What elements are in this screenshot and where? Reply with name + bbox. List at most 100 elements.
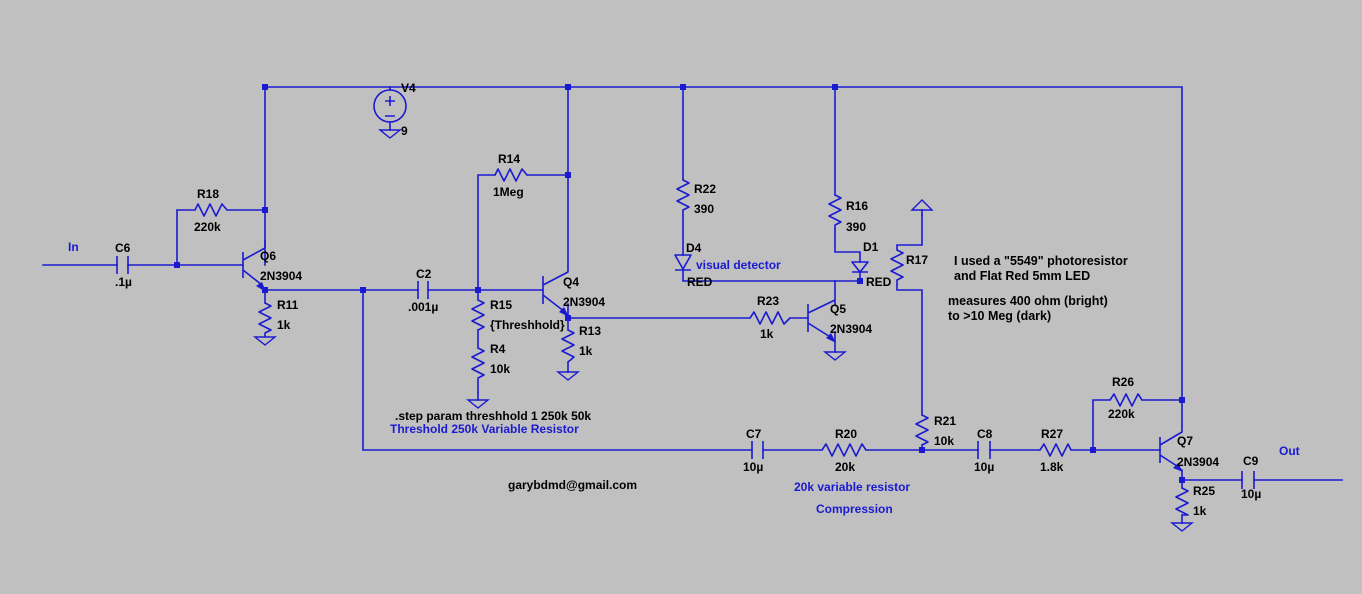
r26-value: 220k [1108, 407, 1135, 421]
compression-comment: Compression [816, 502, 893, 516]
r20-ref: R20 [835, 427, 857, 441]
q5-ref: Q5 [830, 302, 846, 316]
r4-ref: R4 [490, 342, 506, 356]
q6-model: 2N3904 [260, 269, 302, 283]
junction [565, 172, 571, 178]
junction [857, 278, 863, 284]
junction [1090, 447, 1096, 453]
c9-value: 10µ [1241, 487, 1261, 501]
r11-ref: R11 [277, 298, 299, 312]
led-d4[interactable] [674, 254, 692, 271]
note-line-1: I used a "5549" photoresistor [954, 254, 1128, 268]
capacitor-c7[interactable] [751, 441, 764, 459]
r26-ref: R26 [1112, 375, 1134, 389]
c6-ref: C6 [115, 241, 131, 255]
r22-value: 390 [694, 202, 714, 216]
c7-value: 10µ [743, 460, 763, 474]
transistor-q4[interactable] [542, 263, 569, 317]
junction [565, 84, 571, 90]
capacitor-c8[interactable] [977, 441, 991, 459]
d1-ref: D1 [863, 240, 879, 254]
junction [1179, 397, 1185, 403]
resistor-r18[interactable] [194, 203, 228, 217]
email-text: garybdmd@gmail.com [508, 478, 637, 492]
junction [919, 447, 925, 453]
resistor-r16[interactable] [828, 194, 842, 230]
junctions [174, 84, 1185, 483]
capacitor-c2[interactable] [417, 281, 429, 299]
resistor-r14[interactable] [494, 168, 528, 182]
r14-ref: R14 [498, 152, 520, 166]
v4-value: 9 [401, 124, 408, 138]
ground-icon [556, 371, 580, 381]
q6-ref: Q6 [260, 249, 276, 263]
note-line-3: measures 400 ohm (bright) [948, 294, 1108, 308]
resistor-r11[interactable] [258, 302, 272, 337]
led-d1[interactable] [851, 261, 869, 273]
d4-value: RED [687, 275, 713, 289]
capacitor-c9[interactable] [1241, 471, 1255, 489]
ground-icon [823, 351, 847, 361]
junction [680, 84, 686, 90]
c8-value: 10µ [974, 460, 994, 474]
q4-model: 2N3904 [563, 295, 605, 309]
junction [360, 287, 366, 293]
r21-value: 10k [934, 434, 954, 448]
resistor-r20[interactable] [821, 443, 867, 457]
resistor-r17[interactable] [890, 249, 904, 285]
resistor-r13[interactable] [561, 329, 575, 363]
capacitor-c6[interactable] [116, 256, 129, 274]
resistor-r25[interactable] [1175, 487, 1189, 516]
r23-ref: R23 [757, 294, 779, 308]
q5-model: 2N3904 [830, 322, 872, 336]
r18-value: 220k [194, 220, 221, 234]
d1-value: RED [866, 275, 892, 289]
port-out-label: Out [1279, 444, 1300, 458]
wires [42, 86, 1343, 524]
r21-ref: R21 [934, 414, 956, 428]
transistor-q7[interactable] [1159, 425, 1183, 472]
r27-value: 1.8k [1040, 460, 1064, 474]
transistor-q5[interactable] [807, 299, 836, 343]
r14-value: 1Meg [493, 185, 524, 199]
compression-pot-comment: 20k variable resistor [794, 480, 910, 494]
resistor-r26[interactable] [1109, 393, 1143, 407]
ground-icon [1170, 522, 1194, 532]
resistor-r15[interactable] [471, 299, 485, 331]
r13-value: 1k [579, 344, 593, 358]
c8-ref: C8 [977, 427, 993, 441]
d4-desc: visual detector [696, 258, 781, 272]
transistor-q6[interactable] [242, 240, 266, 292]
resistor-r21[interactable] [915, 414, 929, 446]
junction [832, 84, 838, 90]
junction [475, 287, 481, 293]
d4-ref: D4 [686, 241, 702, 255]
junction [262, 84, 268, 90]
voltage-source-v4[interactable] [373, 86, 407, 131]
junction [1179, 477, 1185, 483]
r18-ref: R18 [197, 187, 219, 201]
c2-value: .001µ [408, 300, 438, 314]
r25-value: 1k [1193, 504, 1207, 518]
note-line-2: and Flat Red 5mm LED [954, 269, 1090, 283]
junction [174, 262, 180, 268]
threshold-pot-comment: Threshold 250k Variable Resistor [390, 422, 579, 436]
q7-ref: Q7 [1177, 434, 1193, 448]
c7-ref: C7 [746, 427, 762, 441]
q7-model: 2N3904 [1177, 455, 1219, 469]
resistor-r22[interactable] [676, 179, 690, 215]
ground-icon [253, 336, 277, 346]
supply-flag-icon [910, 199, 934, 211]
r25-ref: R25 [1193, 484, 1215, 498]
resistor-r27[interactable] [1039, 443, 1072, 457]
r15-value: {Threshhold} [490, 318, 565, 332]
r16-ref: R16 [846, 199, 868, 213]
junction [565, 315, 571, 321]
r23-value: 1k [760, 327, 774, 341]
ground-icon [378, 129, 402, 139]
junction [262, 207, 268, 213]
v4-ref: V4 [401, 81, 416, 95]
resistor-r4[interactable] [471, 329, 485, 393]
resistor-r23[interactable] [749, 311, 791, 325]
